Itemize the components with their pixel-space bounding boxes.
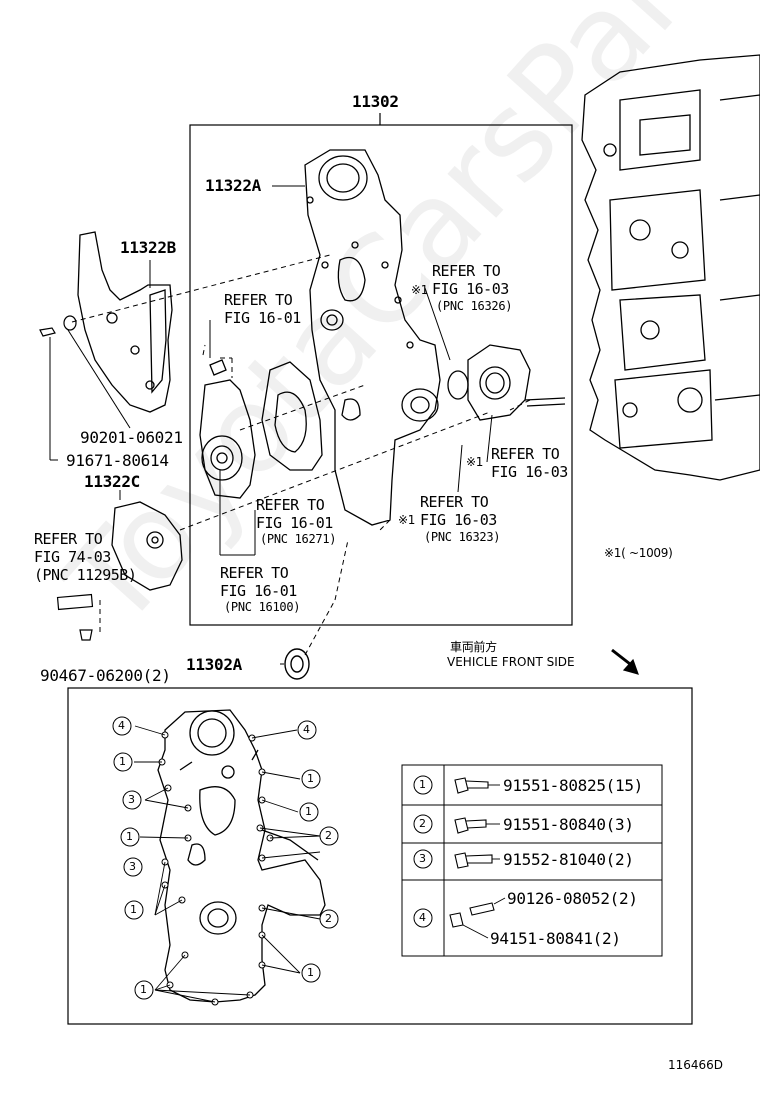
legend-part-90126-08052[interactable]: 90126-08052(2) [507,889,638,908]
callout-1c: 1 [305,805,312,818]
label-11322b[interactable]: 11322B [120,238,176,257]
ref4-line1: REFER TO [220,564,289,582]
callout-1d: 1 [126,830,133,843]
water-pump [199,359,256,499]
main-assembly-frame [189,124,573,626]
ref4-line3: (PNC 16100) [224,600,301,614]
label-11302a[interactable]: 11302A [186,655,242,674]
callout-3b: 3 [129,860,136,873]
figure-id: 116466D [668,1058,724,1072]
legend-table [401,764,663,957]
label-90201-06021[interactable]: 90201-06021 [80,428,183,447]
callout-1b: 1 [307,772,314,785]
oil-seal-11302a [284,648,310,680]
ref6-mark: ※1 [398,513,416,527]
timing-cover-11322a [304,149,441,526]
legend-bolts [449,777,495,928]
legend-num-4: 4 [419,911,426,924]
ref2-line2[interactable]: FIG 16-03 [432,280,509,298]
plug-90467 [79,629,93,641]
ref6-line2[interactable]: FIG 16-03 [420,511,497,529]
leader-lines [49,185,493,665]
ref4-line2[interactable]: FIG 16-01 [220,582,297,600]
ref6-line3: (PNC 16323) [424,530,501,544]
bolt-90201 [39,315,77,337]
legend-part-91551-80825[interactable]: 91551-80825(15) [503,776,643,795]
ref7-line1: REFER TO [34,530,103,548]
ref7-line2[interactable]: FIG 74-03 [34,548,111,566]
callout-1f: 1 [307,966,314,979]
callout-circles [112,716,433,1000]
ref3-line1: REFER TO [256,496,325,514]
engine-block [581,54,760,481]
ref2-mark: ※1 [411,283,429,297]
legend-part-91552-81040[interactable]: 91552-81040(2) [503,850,634,869]
legend-part-94151-80841[interactable]: 94151-80841(2) [490,929,621,948]
legend-part-91551-80840[interactable]: 91551-80840(3) [503,815,634,834]
cover-11322b [77,231,173,413]
ref7-line3: (PNC 11295B) [34,566,137,584]
callout-4a: 4 [118,719,125,732]
note-footnote: ※1( ~1009) [604,546,673,560]
assembly-lines [71,254,531,656]
vehicle-front-en: VEHICLE FRONT SIDE [447,655,575,669]
label-91671-80614[interactable]: 91671-80614 [66,451,169,470]
legend-num-3: 3 [419,852,426,865]
cover-outline-bottom [157,709,326,1003]
bolt-layout-frame [67,687,693,1025]
callout-3a: 3 [128,793,135,806]
ref5-mark: ※1 [466,455,484,469]
legend-num-1: 1 [419,778,426,791]
bolt-holes [158,731,274,1006]
label-11322a[interactable]: 11322A [205,176,261,195]
front-arrow-line [611,648,631,666]
cover-11322c [111,501,183,591]
water-pump-gasket [261,361,323,471]
ref1-line2[interactable]: FIG 16-01 [224,309,301,327]
legend-num-2: 2 [419,817,426,830]
ref2-line1: REFER TO [432,262,501,280]
small-plate [56,593,94,611]
ref3-line2[interactable]: FIG 16-01 [256,514,333,532]
thermostat-housing [447,344,566,421]
callout-1g: 1 [140,983,147,996]
ref5-line2[interactable]: FIG 16-03 [491,463,568,481]
callout-4b: 4 [303,723,310,736]
callout-leaders [134,725,321,1003]
callout-2a: 2 [325,829,332,842]
ref2-line3: (PNC 16326) [436,299,513,313]
label-11322c[interactable]: 11322C [84,472,140,491]
label-11302[interactable]: 11302 [352,92,399,111]
ref5-line1: REFER TO [491,445,560,463]
callout-2b: 2 [325,912,332,925]
ref1-line1: REFER TO [224,291,293,309]
vehicle-front-jp: 車両前方 [450,640,497,654]
ref6-line1: REFER TO [420,493,489,511]
callout-1e: 1 [130,903,137,916]
callout-1a: 1 [119,755,126,768]
ref3-line3: (PNC 16271) [260,532,337,546]
front-arrow-head [622,658,639,675]
label-90467-06200[interactable]: 90467-06200(2) [40,666,171,685]
